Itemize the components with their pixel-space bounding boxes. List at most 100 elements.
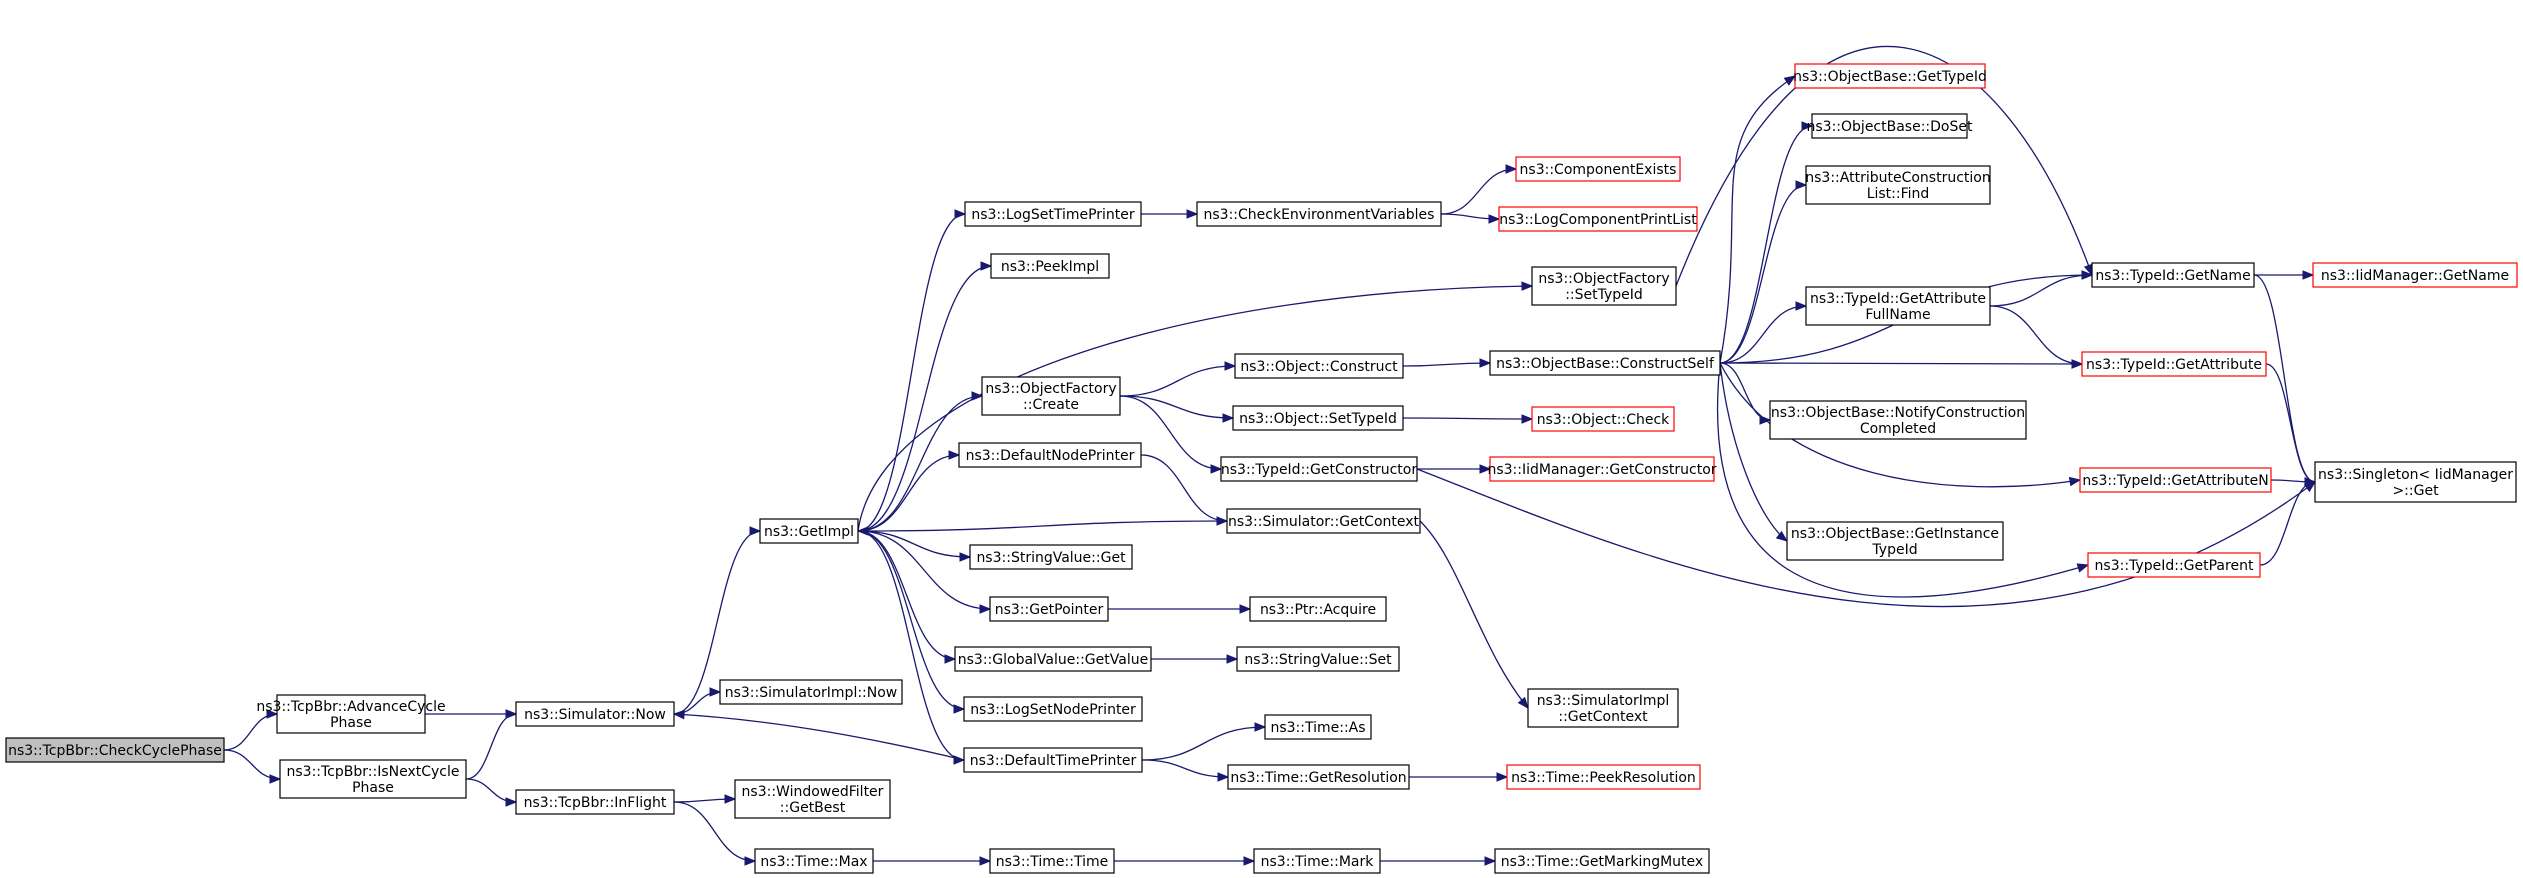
- edge-line: [1719, 362, 1788, 542]
- node-box: [981, 376, 1121, 416]
- edge-getimpl-to-deftimeprinter: [857, 530, 966, 765]
- edge-inflight-to-timemax: [673, 801, 757, 866]
- node-label: ns3::TypeId::GetAttributeN: [2082, 473, 2268, 489]
- node-simgetctx[interactable]: ns3::Simulator::GetContext: [1226, 508, 1421, 534]
- node-box: [1264, 714, 1372, 740]
- node-objcheck[interactable]: ns3::Object::Check: [1531, 406, 1675, 432]
- edge-arrowhead: [1783, 75, 1797, 86]
- edge-line: [1402, 417, 1533, 420]
- node-label: ns3::SimulatorImpl::Now: [725, 685, 898, 701]
- node-timepeekres[interactable]: ns3::Time::PeekResolution: [1506, 764, 1701, 790]
- node-label: ns3::Time::GetMarkingMutex: [1501, 854, 1703, 870]
- node-label: ns3::Simulator::Now: [524, 707, 666, 723]
- node-label: ns3::Time::Mark: [1261, 854, 1375, 870]
- node-label: ::SetTypeId: [1565, 287, 1643, 303]
- node-obdoset[interactable]: ns3::ObjectBase::DoSet: [1807, 113, 1973, 139]
- node-box: [1226, 508, 1421, 534]
- edge-objsettypeid-to-objcheck: [1402, 414, 1534, 424]
- node-logsettimeprinter[interactable]: ns3::LogSetTimePrinter: [964, 201, 1142, 227]
- node-tidgetctor[interactable]: ns3::TypeId::GetConstructor: [1220, 456, 1418, 482]
- node-strvalget[interactable]: ns3::StringValue::Get: [969, 544, 1133, 570]
- node-label: ::GetContext: [1558, 709, 1648, 725]
- edge-line: [857, 530, 965, 761]
- node-label: ns3::LogComponentPrintList: [1499, 212, 1697, 228]
- node-wfgetbest[interactable]: ns3::WindowedFilter::GetBest: [734, 779, 891, 819]
- node-timegetres[interactable]: ns3::Time::GetResolution: [1227, 764, 1410, 790]
- edge-isnext-to-inflight: [465, 778, 518, 807]
- node-timetime[interactable]: ns3::Time::Time: [989, 848, 1115, 874]
- node-label: ns3::TcpBbr::AdvanceCycle: [256, 699, 445, 715]
- edge-line: [1440, 168, 1517, 215]
- node-iidgetname[interactable]: ns3::IidManager::GetName: [2312, 262, 2518, 288]
- node-defnodeprinter[interactable]: ns3::DefaultNodePrinter: [958, 442, 1142, 468]
- edge-line: [1119, 395, 1222, 470]
- node-tidgetparent[interactable]: ns3::TypeId::GetParent: [2087, 552, 2261, 578]
- node-timemark[interactable]: ns3::Time::Mark: [1253, 848, 1381, 874]
- node-label: ns3::IidManager::GetConstructor: [1487, 462, 1716, 478]
- edge-line: [1719, 362, 2083, 365]
- node-iidgetctor[interactable]: ns3::IidManager::GetConstructor: [1487, 456, 1717, 482]
- edge-timegetres-to-timepeekres: [1409, 772, 1509, 782]
- edge-arrowhead: [944, 654, 957, 664]
- edge-arrowhead: [1217, 772, 1230, 782]
- node-strvalset[interactable]: ns3::StringValue::Set: [1236, 646, 1400, 672]
- node-label: ns3::Simulator::GetContext: [1228, 514, 1420, 530]
- node-inflight[interactable]: ns3::TcpBbr::InFlight: [515, 789, 675, 815]
- node-box: [1805, 286, 1991, 326]
- edge-arrowhead: [980, 261, 993, 271]
- node-deftimeprinter[interactable]: ns3::DefaultTimePrinter: [963, 747, 1143, 773]
- nodes-layer: ns3::TcpBbr::CheckCyclePhasens3::TcpBbr:…: [5, 63, 2518, 874]
- edge-simnow-to-getimpl: [673, 526, 762, 715]
- edge-arrowhead: [2076, 563, 2090, 573]
- node-ptracquire[interactable]: ns3::Ptr::Acquire: [1249, 596, 1387, 622]
- node-box: [2312, 262, 2518, 288]
- node-simimplnow[interactable]: ns3::SimulatorImpl::Now: [719, 679, 903, 705]
- node-box: [1498, 206, 1698, 232]
- node-checkenv[interactable]: ns3::CheckEnvironmentVariables: [1196, 201, 1442, 227]
- node-tidgetattr[interactable]: ns3::TypeId::GetAttribute: [2081, 351, 2267, 377]
- edge-line: [857, 395, 983, 532]
- node-getpointer[interactable]: ns3::GetPointer: [989, 596, 1109, 622]
- node-simnow[interactable]: ns3::Simulator::Now: [515, 701, 675, 727]
- node-obnotify[interactable]: ns3::ObjectBase::NotifyConstructionCompl…: [1769, 400, 2027, 440]
- node-logsetnodeprinter[interactable]: ns3::LogSetNodePrinter: [963, 696, 1143, 722]
- node-box: [1811, 113, 1968, 139]
- node-box: [1515, 156, 1681, 182]
- node-timemax[interactable]: ns3::Time::Max: [754, 848, 874, 874]
- edge-deftimeprinter-to-simnow: [672, 709, 965, 761]
- edge-line: [857, 530, 991, 610]
- node-ofsettypeid[interactable]: ns3::ObjectFactory::SetTypeId: [1531, 266, 1677, 306]
- node-tidgetattrn[interactable]: ns3::TypeId::GetAttributeN: [2079, 467, 2272, 493]
- edge-arrowhead: [954, 209, 967, 219]
- node-logcompprint[interactable]: ns3::LogComponentPrintList: [1498, 206, 1698, 232]
- node-timegetmarkmutex[interactable]: ns3::Time::GetMarkingMutex: [1494, 848, 1710, 874]
- node-objconstruct[interactable]: ns3::Object::Construct: [1234, 353, 1404, 379]
- edge-arrowhead: [709, 687, 722, 697]
- node-checkcycle[interactable]: ns3::TcpBbr::CheckCyclePhase: [5, 737, 225, 763]
- edge-arrowhead: [979, 604, 992, 614]
- node-label: ns3::Singleton< IidManager: [2318, 467, 2513, 483]
- node-box: [759, 518, 859, 544]
- node-peekimpl[interactable]: ns3::PeekImpl: [990, 253, 1110, 279]
- node-box: [989, 596, 1109, 622]
- node-label: Phase: [330, 715, 372, 731]
- node-obgettypeid[interactable]: ns3::ObjectBase::GetTypeId: [1793, 63, 1987, 89]
- node-timeas[interactable]: ns3::Time::As: [1264, 714, 1372, 740]
- node-objsettypeid[interactable]: ns3::Object::SetTypeId: [1232, 405, 1404, 431]
- edge-arrowhead: [1186, 209, 1199, 219]
- node-ofcreate[interactable]: ns3::ObjectFactory::Create: [981, 376, 1121, 416]
- node-obconstructself[interactable]: ns3::ObjectBase::ConstructSelf: [1489, 350, 1721, 376]
- edge-line: [2253, 274, 2316, 483]
- node-compexists[interactable]: ns3::ComponentExists: [1515, 156, 1681, 182]
- node-tidgetname[interactable]: ns3::TypeId::GetName: [2091, 262, 2255, 288]
- node-getimpl[interactable]: ns3::GetImpl: [759, 518, 859, 544]
- node-gvgetvalue[interactable]: ns3::GlobalValue::GetValue: [954, 646, 1152, 672]
- node-simimplgetctx[interactable]: ns3::SimulatorImpl::GetContext: [1527, 688, 1679, 728]
- edge-arrowhead: [749, 526, 762, 536]
- node-singletonget[interactable]: ns3::Singleton< IidManager>::Get: [2314, 461, 2517, 503]
